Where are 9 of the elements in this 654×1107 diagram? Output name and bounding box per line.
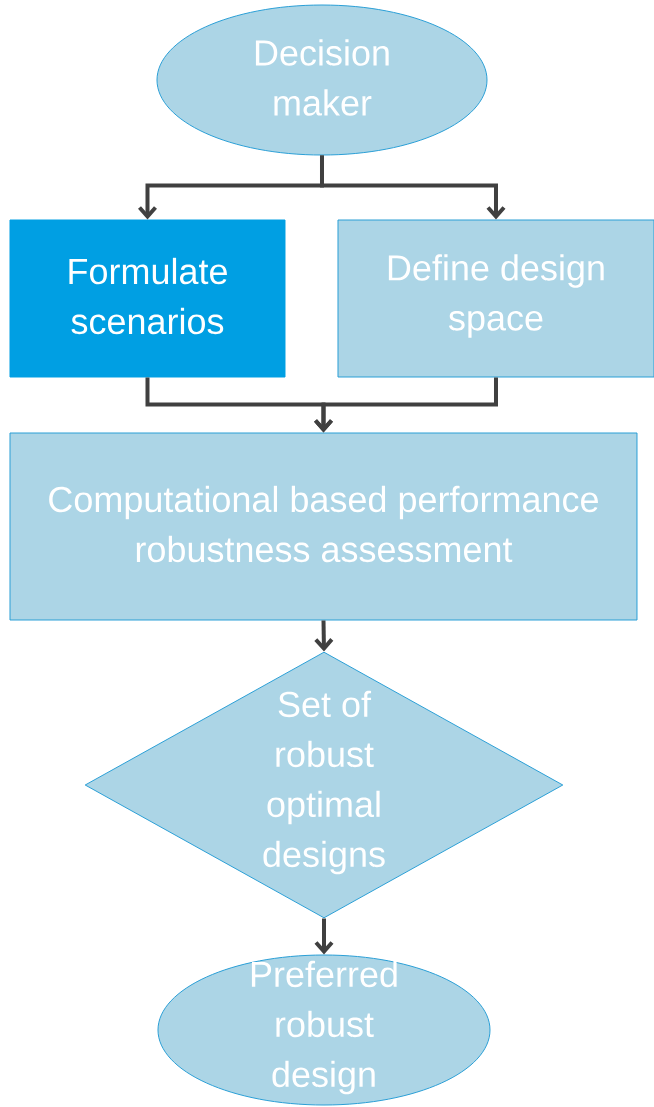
arrow [314, 377, 498, 433]
process-box: Formulate scenarios [9, 219, 286, 378]
process-box: Computational based performance robustness assessment [9, 432, 638, 621]
arrow [314, 620, 334, 652]
process-box: Define design space [337, 219, 654, 378]
ellipse-node: Preferred robust design [157, 954, 491, 1106]
ellipse-node: Decision maker [156, 4, 488, 156]
arrow [314, 918, 334, 955]
arrow [320, 155, 506, 220]
